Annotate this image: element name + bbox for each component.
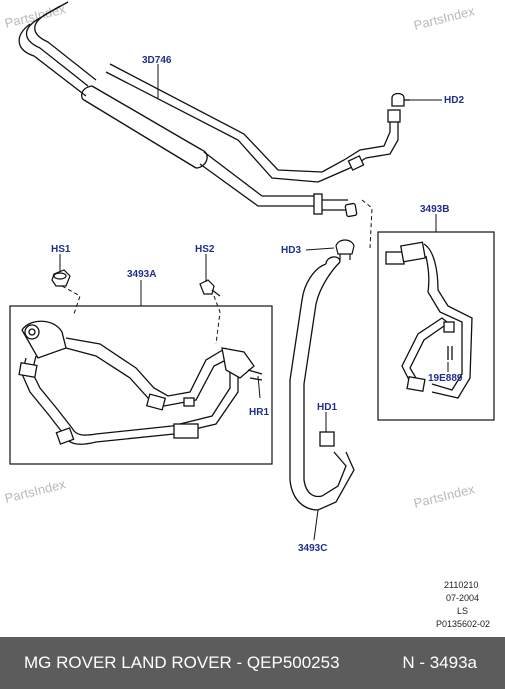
watermark-bottom-right: PartsIndex — [412, 481, 476, 511]
meta-ref: P0135602-02 — [436, 619, 490, 629]
label-19e889: 19E889 — [428, 373, 463, 384]
meta-code: 2110210 — [444, 580, 478, 590]
hose-3493b[interactable] — [385, 241, 473, 399]
footer-title: MG ROVER LAND ROVER - QEP500253 — [24, 653, 340, 672]
label-3493c: 3493C — [298, 543, 327, 554]
label-hr1: HR1 — [249, 407, 269, 418]
hs2-bolt[interactable] — [199, 279, 221, 297]
watermark-bottom-left: PartsIndex — [3, 476, 67, 506]
hose-3493c[interactable] — [289, 256, 355, 541]
cooler-pipe-3d746[interactable] — [18, 1, 410, 218]
meta-date: 07-2004 — [446, 593, 479, 603]
label-hd2: HD2 — [444, 95, 464, 106]
footer-bar: MG ROVER LAND ROVER - QEP500253 N - 3493… — [0, 637, 505, 689]
dashed-connector-3493b — [361, 199, 373, 249]
meta-initials: LS — [457, 606, 468, 616]
footer-part-number: N - 3493a — [402, 653, 477, 672]
dashed-connector-hs2 — [213, 295, 221, 345]
label-hs1: HS1 — [51, 244, 71, 255]
hr1-leader — [257, 375, 261, 399]
hd3-clip[interactable] — [335, 239, 355, 260]
hose-3493a[interactable] — [18, 320, 263, 445]
label-hd1: HD1 — [317, 402, 337, 413]
label-hd3: HD3 — [281, 245, 301, 256]
watermark-top-right: PartsIndex — [412, 3, 476, 33]
label-hs2: HS2 — [195, 244, 215, 255]
label-3d746: 3D746 — [142, 55, 172, 66]
label-3493b: 3493B — [420, 204, 449, 215]
dashed-connector-hs1 — [61, 285, 81, 315]
parts-diagram: PartsIndex PartsIndex PartsIndex PartsIn… — [3, 1, 495, 629]
hs1-bolt[interactable] — [51, 269, 71, 287]
label-3493a: 3493A — [127, 269, 156, 280]
leader-lines — [59, 64, 449, 432]
